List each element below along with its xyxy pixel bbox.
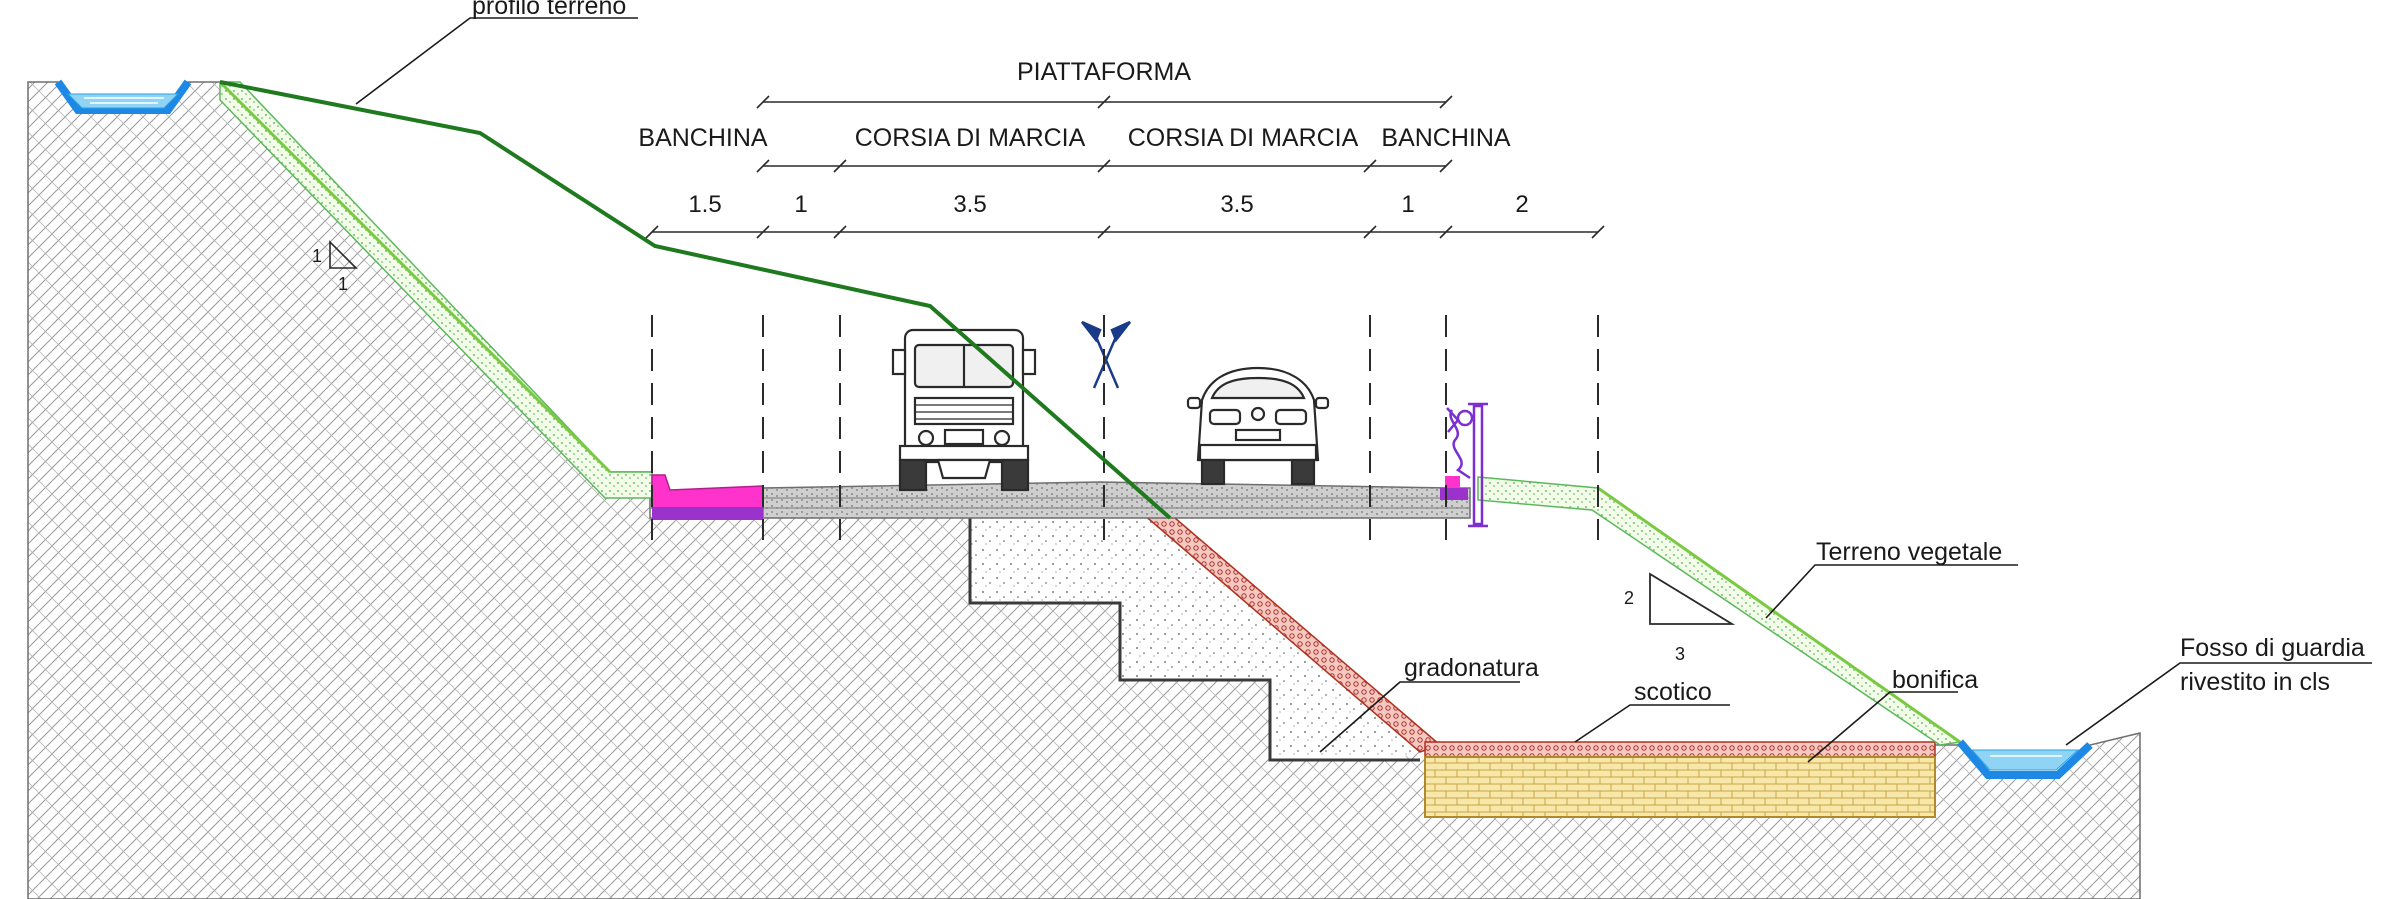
fosso-label-line1: Fosso di guardia — [2180, 634, 2365, 662]
gradonatura-steps — [968, 515, 1420, 762]
road-axis-icon — [1081, 320, 1131, 389]
slope-triangle-right — [1649, 572, 1736, 625]
banchina-left-label: BANCHINA — [638, 124, 768, 152]
banchina-right-label: BANCHINA — [1381, 124, 1511, 152]
left-ditch — [54, 79, 192, 114]
label-leaders — [1319, 564, 2372, 763]
corsia-left-label: CORSIA DI MARCIA — [855, 124, 1086, 152]
alignment-lines — [651, 315, 1599, 540]
scotico-label: scotico — [1634, 678, 1712, 706]
slope-right-rise: 2 — [1624, 588, 1634, 608]
ground-profile-line — [219, 80, 1172, 520]
dimension-label: 1 — [794, 191, 807, 218]
corsia-right-label: CORSIA DI MARCIA — [1128, 124, 1359, 152]
bonifica-label: bonifica — [1892, 666, 1978, 694]
gradonatura-label: gradonatura — [1404, 654, 1539, 682]
pavement-layers — [762, 481, 1471, 519]
slope-triangle-left — [329, 240, 358, 269]
truck-icon — [891, 328, 1037, 492]
dimension-label: 3.5 — [1220, 191, 1253, 218]
car-icon — [1186, 366, 1330, 486]
dimension-lines — [645, 95, 1605, 239]
piattaforma-label: PIATTAFORMA — [1017, 58, 1191, 86]
dimension-label: 1 — [1401, 191, 1414, 218]
right-ditch — [1956, 739, 2093, 779]
dimension-label: 1.5 — [688, 191, 721, 218]
left-curb-base — [652, 508, 763, 520]
slope-right-run: 3 — [1675, 644, 1685, 664]
profilo-terreno-leader — [355, 17, 638, 105]
fosso-label-line2: rivestito in cls — [2180, 668, 2330, 696]
left-curb — [651, 474, 764, 509]
terreno-vegetale-label: Terreno vegetale — [1816, 538, 2002, 566]
slope-left-run: 1 — [338, 274, 348, 294]
safety-barrier — [1446, 402, 1488, 528]
right-curb-base — [1440, 488, 1468, 500]
bonifica-block — [1424, 756, 1936, 818]
right-curb — [1445, 476, 1460, 488]
dimension-label: 2 — [1515, 191, 1528, 218]
slope-left-rise: 1 — [312, 246, 322, 266]
dimension-label: 3.5 — [953, 191, 986, 218]
scotico-strip-bottom — [1424, 741, 1936, 758]
embankment-fill — [970, 515, 1420, 760]
profilo-terreno-label: profilo terreno — [472, 0, 626, 20]
